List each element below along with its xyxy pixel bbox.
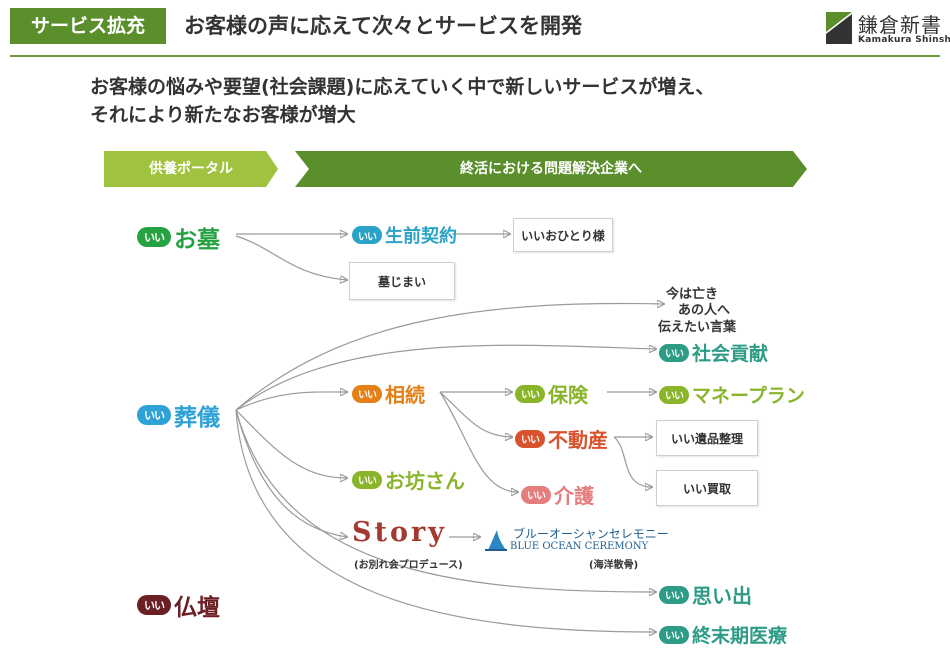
service-hoken: いい 保険 xyxy=(515,379,588,408)
page-title: お客様の声に応えて次々とサービスを開発 xyxy=(184,14,582,38)
lead-line-2: それにより新たなお客様が増大 xyxy=(90,104,356,126)
service-omoide: いい 思い出 xyxy=(659,580,752,609)
box-ohitori-sama: いいおひとり様 xyxy=(513,218,613,252)
ii-badge-icon: いい xyxy=(352,470,382,489)
service-fudousan: いい 不動産 xyxy=(515,424,608,453)
blue-ocean-kana: ブルーオーシャンセレモニー xyxy=(513,527,669,541)
phase-arrow-portal: 供養ポータル xyxy=(104,151,278,187)
service-sougi: いい 葬儀 xyxy=(137,398,220,432)
connector-sougi-message xyxy=(235,304,664,411)
service-label: 保険 xyxy=(548,383,588,407)
message-line-3: 伝えたい言葉 xyxy=(658,320,737,335)
service-souzoku: いい 相続 xyxy=(352,379,425,408)
service-label: 思い出 xyxy=(692,584,752,608)
connector-sougi-shakai xyxy=(235,344,656,411)
wave-icon xyxy=(485,530,507,551)
service-label: 終末期医療 xyxy=(692,625,788,647)
connector-sougi-souzoku xyxy=(235,392,347,411)
phase-arrow-problem-solving: 終活における問題解決企業へ xyxy=(295,151,807,187)
service-shumatsuki-iryou: いい 終末期医療 xyxy=(659,621,787,648)
box-ihin-seiri: いい遺品整理 xyxy=(656,420,758,456)
message-service: 今は亡き あの人へ 伝えたい言葉 xyxy=(658,283,758,335)
message-line-2: あの人へ xyxy=(678,303,731,318)
ii-badge-icon: いい xyxy=(659,385,689,404)
service-butsudan: いい 仏壇 xyxy=(137,588,220,622)
ii-badge-icon: いい xyxy=(659,585,689,604)
message-line-1: 今は亡き xyxy=(666,287,719,302)
box-hakajimai: 墓じまい xyxy=(349,262,455,300)
ii-badge-icon: いい xyxy=(515,384,545,403)
connector-souzoku-fudousan xyxy=(439,391,512,437)
ii-badge-icon: いい xyxy=(352,384,382,403)
service-seizen-keiyaku: いい 生前契約 xyxy=(352,222,457,248)
service-label: 介護 xyxy=(554,484,594,508)
ii-badge-icon: いい xyxy=(659,343,689,362)
connector-fudousan-kaitori xyxy=(613,436,652,487)
ii-badge-icon: いい xyxy=(137,405,171,425)
lead-line-1: お客様の悩みや要望(社会課題)に応えていく中で新しいサービスが増え、 xyxy=(90,76,715,98)
header-divider xyxy=(10,55,940,57)
logo-name: 鎌倉新書 xyxy=(858,13,942,37)
blue-ocean-english: BLUE OCEAN CEREMONY xyxy=(510,541,649,552)
company-logo: 鎌倉新書 Kamakura Shinsho xyxy=(826,8,950,50)
ii-badge-icon: いい xyxy=(521,485,551,504)
service-label: 相続 xyxy=(385,383,425,407)
service-shakai-kouken: いい 社会貢献 xyxy=(659,339,768,366)
ii-badge-icon: いい xyxy=(352,226,382,244)
service-money-plan: いい マネープラン xyxy=(659,381,805,408)
service-label: 仏壇 xyxy=(174,595,220,621)
ii-badge-icon: いい xyxy=(137,595,171,615)
service-kaigo: いい 介護 xyxy=(521,480,594,509)
box-kaitori: いい買取 xyxy=(656,470,758,506)
connector-sougi-story xyxy=(235,409,347,537)
service-label: お坊さん xyxy=(385,469,465,493)
connector-sougi-obousan xyxy=(235,409,347,478)
story-logo: Story xyxy=(352,517,447,548)
logo-mark-icon xyxy=(826,12,852,44)
service-ohaka: いい お墓 xyxy=(137,220,220,254)
service-label: お墓 xyxy=(174,227,220,253)
service-label: 社会貢献 xyxy=(692,343,769,365)
service-label: 生前契約 xyxy=(385,226,457,247)
ii-badge-icon: いい xyxy=(659,625,689,644)
connector-ohaka-hakajimai xyxy=(235,235,347,280)
service-label: マネープラン xyxy=(692,385,805,407)
logo-subtitle: Kamakura Shinsho xyxy=(858,35,950,45)
service-label: 不動産 xyxy=(548,428,608,452)
story-caption: (お別れ会プロデュース) xyxy=(354,560,463,571)
section-tag: サービス拡充 xyxy=(10,8,166,44)
blue-ocean-caption: (海洋散骨) xyxy=(589,560,639,571)
ii-badge-icon: いい xyxy=(137,227,171,247)
service-obousan: いい お坊さん xyxy=(352,465,465,494)
service-label: 葬儀 xyxy=(174,405,220,431)
ii-badge-icon: いい xyxy=(515,429,545,448)
